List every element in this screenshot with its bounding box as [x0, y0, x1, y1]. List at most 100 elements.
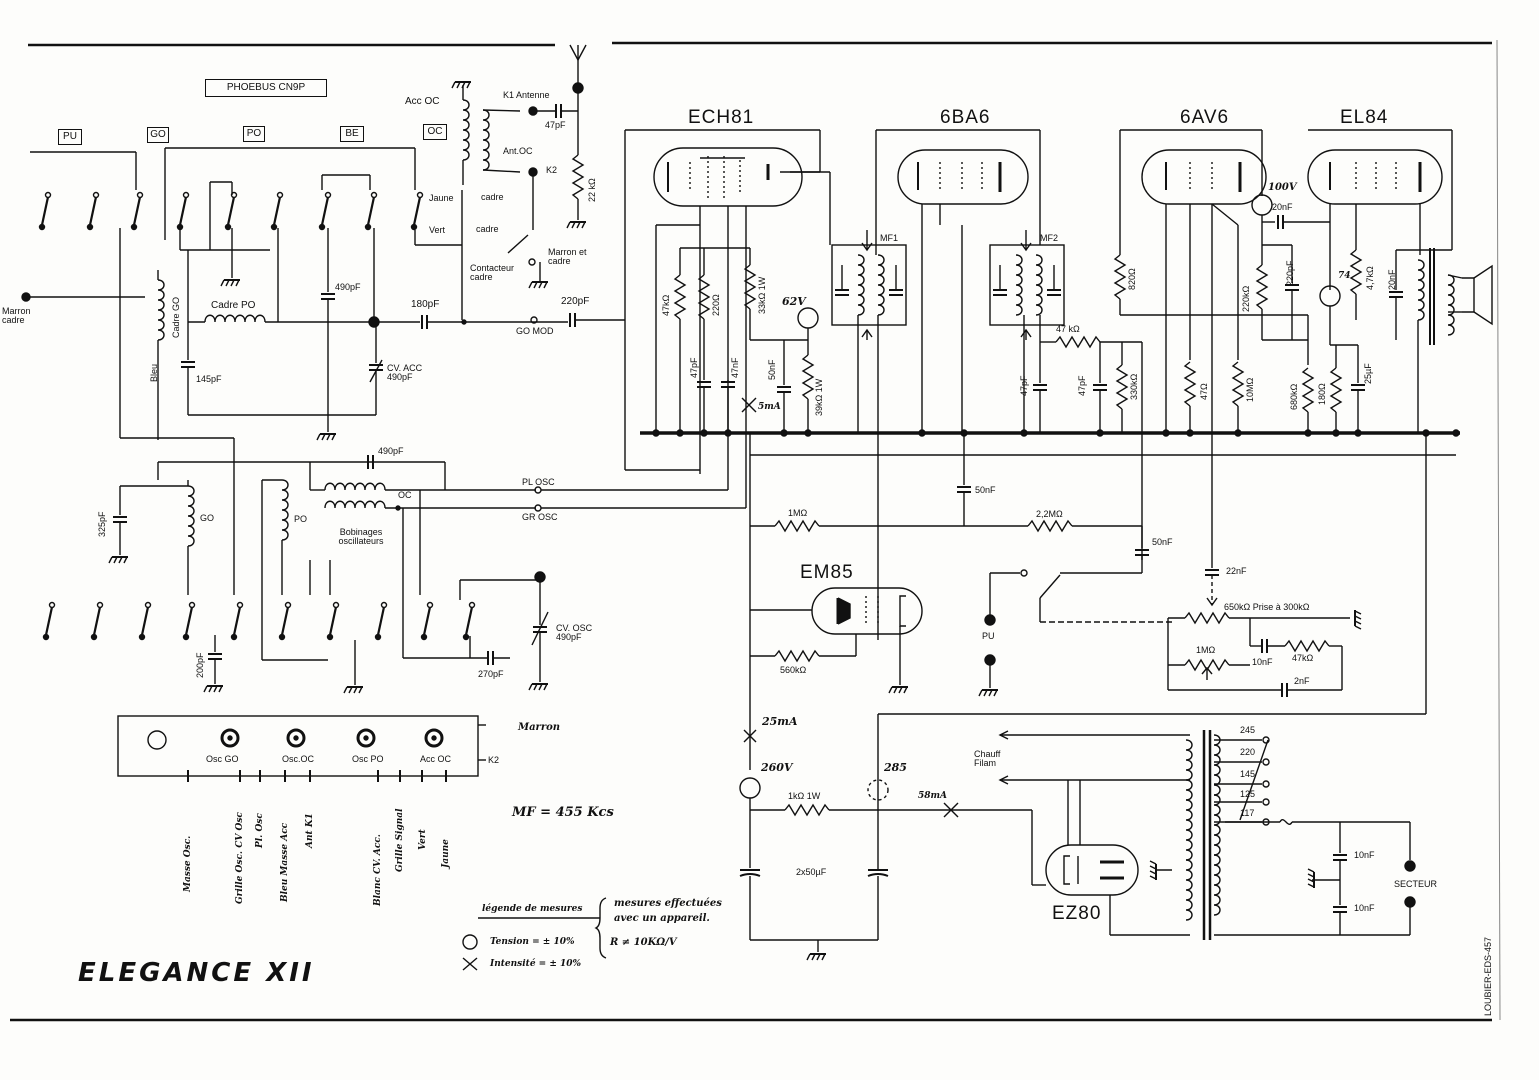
c-50nf-c: 50nF	[1152, 537, 1173, 547]
tap-117: 117	[1240, 808, 1255, 818]
tube-ez80: EZ80	[1052, 903, 1102, 924]
r-820: 820Ω	[1127, 268, 1137, 290]
r-33k: 33kΩ 1W	[757, 276, 767, 314]
label-gr-osc: GR OSC	[522, 512, 558, 522]
tap-125: 125	[1240, 789, 1256, 799]
c-47pf-b: 47pF	[689, 357, 699, 378]
label-osc-po: PO	[294, 514, 308, 524]
label-k2: K2	[546, 165, 558, 175]
label-k2-box: K2	[488, 755, 500, 765]
meas-58ma: 58mA	[918, 791, 948, 801]
c-270pf: 270pF	[478, 669, 504, 679]
wire-bleu-masse-acc: Bleu Masse Acc	[280, 822, 290, 902]
meas-100v: 100V	[1268, 182, 1297, 193]
label-bob-osc: Bobinages oscillateurs	[338, 527, 384, 546]
label-mf2: MF2	[1040, 233, 1058, 243]
r-4-7k: 4,7kΩ	[1365, 266, 1375, 290]
label-pu-jack: PU	[982, 631, 995, 641]
legend-current: Intensité = ± 10%	[490, 959, 582, 969]
label-ant-oc: Ant.OC	[503, 146, 533, 156]
label-contacteur: Contacteur cadre	[470, 263, 515, 282]
legend-note-1: mesures effectuées	[614, 898, 722, 909]
meas-285: 285	[884, 761, 907, 774]
label-mf1: MF1	[880, 233, 898, 243]
label-acc-oc: Acc OC	[405, 96, 440, 107]
label-cv-osc: CV. OSC 490pF	[556, 623, 593, 642]
c-325pf: 325pF	[97, 511, 107, 537]
c-10nf-b: 10nF	[1354, 903, 1375, 913]
label-pl-osc: PL OSC	[522, 477, 555, 487]
band-po: PO	[243, 126, 265, 142]
label-marron-left: Marron cadre	[2, 306, 31, 325]
c-47pf-d: 47pF	[1077, 375, 1087, 396]
label-marron-cadre: Marron et cadre	[548, 247, 587, 266]
tap-245: 245	[1240, 725, 1256, 735]
band-oc: OC	[423, 124, 447, 140]
c-145pf: 145pF	[196, 374, 222, 384]
label-cadre-go: Cadre GO	[171, 296, 181, 338]
c-47pf-c: 47pF	[1019, 375, 1029, 396]
c-10nf-a: 10nF	[1354, 850, 1375, 860]
r-47k-c: 47kΩ	[1292, 653, 1314, 663]
r-1m: 1MΩ	[788, 508, 808, 518]
tube-6av6: 6AV6	[1180, 107, 1230, 128]
wire-grille-osc: Grille Osc. CV Osc	[235, 812, 245, 904]
meas-260v: 260V	[761, 761, 793, 774]
r-1k: 1kΩ 1W	[788, 791, 821, 801]
c-200pf: 200pF	[195, 652, 205, 678]
knob-osc-po: Osc PO	[352, 754, 384, 764]
tube-el84: EL84	[1340, 107, 1389, 128]
meas-5ma: 5mA	[758, 402, 781, 412]
label-osc-go: GO	[200, 513, 215, 523]
label-secteur: SECTEUR	[1394, 879, 1438, 889]
c-2x50: 2x50µF	[796, 867, 827, 877]
band-be: BE	[340, 126, 364, 142]
band-pu: PU	[58, 129, 82, 145]
coil-set-label: PHOEBUS CN9P	[205, 79, 327, 97]
label-chauff: Chauff Filam	[974, 749, 1001, 768]
knob-acc-oc: Acc OC	[420, 754, 452, 764]
legend-ohms: R ≠ 10KΩ/V	[610, 937, 677, 948]
c-50nf-b: 50nF	[975, 485, 996, 495]
r-220k: 220kΩ	[1241, 285, 1251, 312]
r-47: 47Ω	[1199, 383, 1209, 400]
legend-note-2: avec un appareil.	[614, 913, 710, 924]
page-title: ELEGANCE XII	[78, 958, 315, 988]
r-47k-b: 47 kΩ	[1056, 324, 1080, 334]
label-cv-acc: CV. ACC 490pF	[387, 363, 423, 382]
label-osc-oc: OC	[398, 490, 412, 500]
r-10m: 10MΩ	[1245, 377, 1255, 402]
wire-vert: Vert	[418, 829, 428, 850]
if-frequency: MF = 455 Kcs	[512, 805, 614, 820]
meas-62v: 62V	[782, 295, 806, 308]
label-go-mod: GO MOD	[516, 326, 554, 336]
c-47nf: 47nF	[730, 357, 740, 378]
r-220: 220Ω	[711, 294, 721, 316]
c-10nf: 10nF	[1252, 657, 1273, 667]
c-20nf-a: 20nF	[1272, 202, 1293, 212]
c-47pf-ant: 47pF	[545, 120, 566, 130]
wire-jaune: Jaune	[441, 839, 451, 868]
c-25uf: 25µF	[1363, 363, 1373, 384]
meas-25ma: 25mA	[762, 715, 798, 728]
wire-pl-osc: Pl. Osc	[255, 813, 265, 848]
c-22nf: 22nF	[1226, 566, 1247, 576]
wire-grille-signal: Grille Signal	[395, 808, 405, 872]
c-220pf-b: 220pF	[1285, 260, 1295, 286]
c-180pf: 180pF	[411, 299, 440, 310]
wire-blanc-cv-acc: Blanc CV. Acc.	[373, 834, 383, 906]
knob-osc-go: Osc GO	[206, 754, 239, 764]
c-50nf-a: 50nF	[767, 359, 777, 380]
r-39k: 39kΩ 1W	[814, 378, 824, 416]
label-bleu: Bleu	[149, 363, 159, 382]
tube-6ba6: 6BA6	[940, 107, 991, 128]
r-47k-a: 47kΩ	[661, 294, 671, 316]
tube-em85: EM85	[800, 562, 854, 583]
c-490pf-po: 490pF	[335, 282, 361, 292]
label-cadre-2: cadre	[476, 224, 499, 234]
r-560k: 560kΩ	[780, 665, 807, 675]
legend-voltage: Tension = ± 10%	[490, 937, 575, 947]
r-330k: 330kΩ	[1129, 373, 1139, 400]
wire-masse-osc: Masse Osc.	[183, 835, 193, 892]
